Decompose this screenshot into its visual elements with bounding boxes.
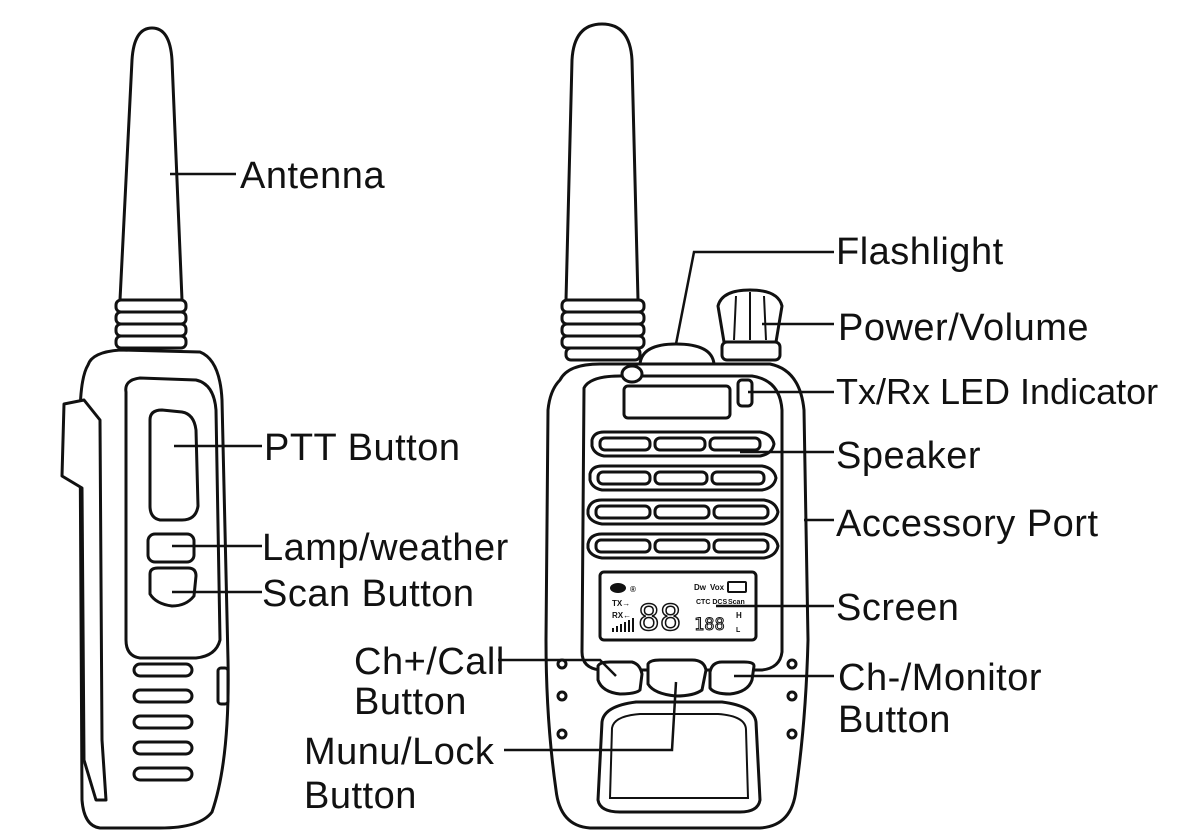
lcd-scan: Scan xyxy=(728,599,745,606)
label-power-volume: Power/Volume xyxy=(838,307,1089,349)
front-power-knob xyxy=(716,288,784,362)
label-screen: Screen xyxy=(836,587,959,629)
lcd-ctcss: CTC DCS xyxy=(696,599,727,606)
side-ptt-button xyxy=(148,408,200,522)
front-view-radio: ® Dw Vox TX→ RX← CTC DCS Scan 88 188 H L xyxy=(544,22,810,830)
leader-ch-plus xyxy=(498,658,617,677)
lcd-tx: TX→ xyxy=(612,599,630,608)
label-ch-minus-monitor: Ch-/Monitor xyxy=(838,657,1042,699)
side-view-radio xyxy=(60,26,230,830)
lcd-dw: Dw xyxy=(694,583,707,592)
front-battery-door-inner xyxy=(608,713,750,799)
front-speaker-grille xyxy=(586,430,780,560)
lcd-vox: Vox xyxy=(710,583,725,592)
front-battery-door xyxy=(596,700,762,814)
label-ptt-button: PTT Button xyxy=(264,427,461,469)
label-menu-lock: Munu/Lock xyxy=(304,731,495,773)
front-ch-minus-button xyxy=(708,660,756,696)
side-scan-button xyxy=(148,566,198,608)
label-accessory-port: Accessory Port xyxy=(836,503,1099,545)
front-top-window xyxy=(622,384,732,420)
label-tx-rx-led: Tx/Rx LED Indicator xyxy=(836,371,1158,412)
label-scan-button: Scan Button xyxy=(262,573,475,615)
side-antenna xyxy=(118,26,184,302)
lcd-h: H xyxy=(736,611,742,620)
side-vent-slots xyxy=(132,662,194,782)
label-flashlight: Flashlight xyxy=(836,231,1004,273)
side-lamp-button xyxy=(146,532,196,564)
label-ch-plus-call: Ch+/Call xyxy=(354,641,505,683)
front-ch-plus-button xyxy=(596,660,644,696)
label-speaker: Speaker xyxy=(836,435,981,477)
callout-labels: Antenna PTT Button Lamp/weather Scan But… xyxy=(240,155,1158,817)
label-lamp-weather: Lamp/weather xyxy=(262,527,509,569)
lcd-small-digits: 188 xyxy=(694,615,725,635)
label-ch-minus-monitor-button: Button xyxy=(838,699,951,741)
front-menu-button xyxy=(646,658,708,698)
label-menu-lock-button: Button xyxy=(304,775,417,817)
label-ch-plus-call-button: Button xyxy=(354,681,467,723)
svg-text:®: ® xyxy=(630,585,636,594)
lcd-big-digits: 88 xyxy=(638,598,681,639)
front-antenna xyxy=(564,22,640,302)
lcd-l: L xyxy=(736,627,741,634)
side-antenna-collar xyxy=(114,298,188,350)
front-antenna-collar xyxy=(560,298,646,362)
leader-flashlight xyxy=(674,250,834,345)
lcd-rx: RX← xyxy=(612,611,631,620)
side-belt-clip xyxy=(60,398,108,802)
leader-menu xyxy=(504,681,678,752)
label-antenna: Antenna xyxy=(240,155,385,197)
leader-lines xyxy=(170,172,834,752)
front-mic-dot xyxy=(620,364,644,384)
front-side-screws xyxy=(556,658,798,740)
side-accessory-tab xyxy=(216,666,230,706)
front-flashlight xyxy=(638,342,716,366)
front-lcd-screen: ® Dw Vox TX→ RX← CTC DCS Scan 88 188 H L xyxy=(598,570,758,642)
lcd-signal-bars xyxy=(612,618,634,632)
